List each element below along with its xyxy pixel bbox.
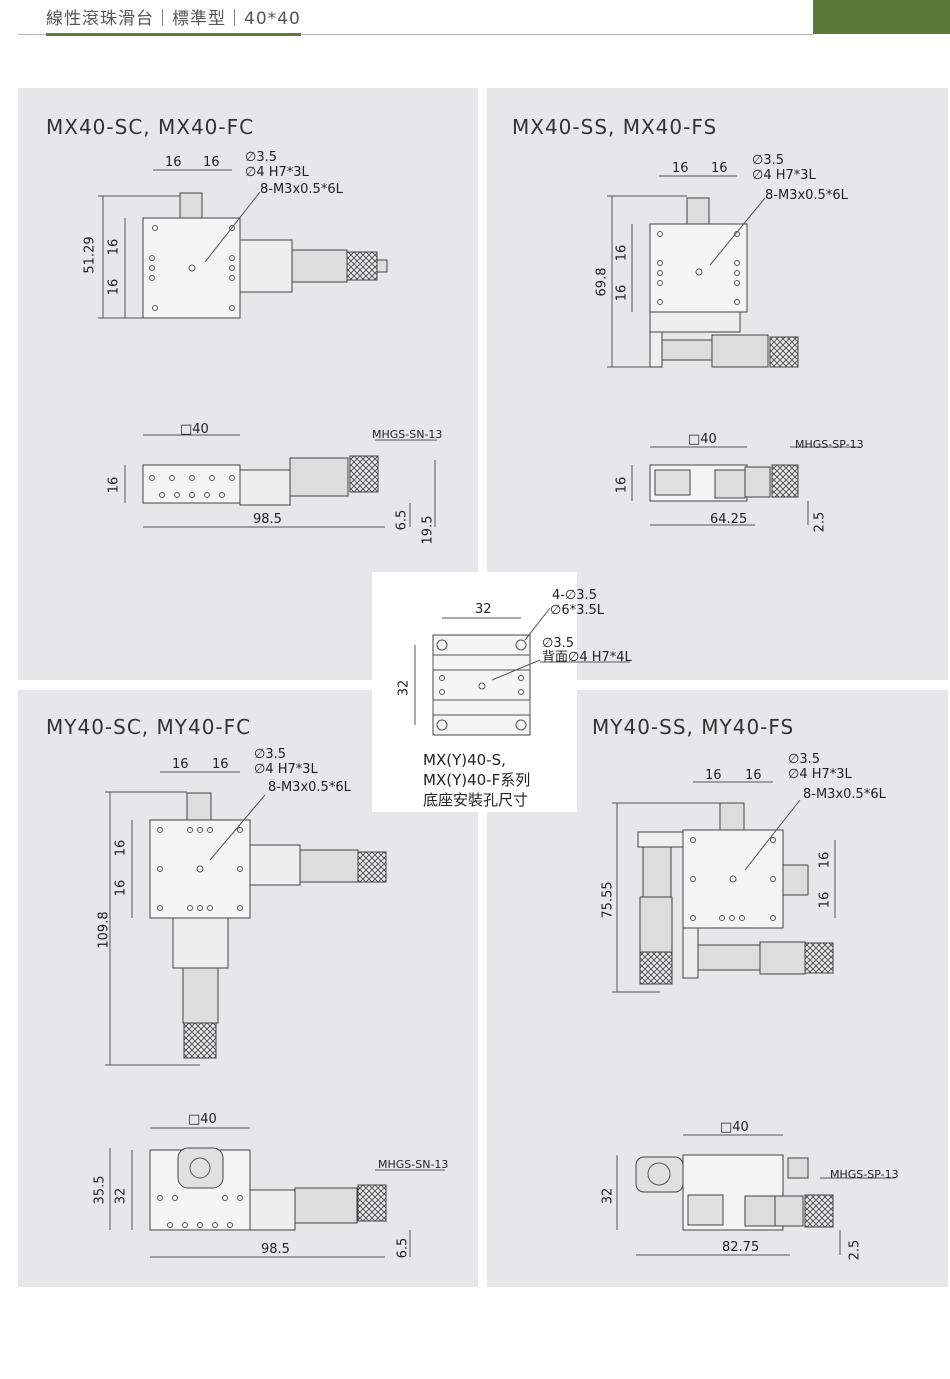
mx-s-len: 64.25 [710,512,748,527]
mx-c-dim-d1: 16 [165,155,182,170]
base-pin1: ∅3.5 [542,636,574,651]
my-c-side-view [109,1127,445,1258]
mx-c-dim-d2: 16 [203,155,220,170]
my-c-h1: 16 [113,839,129,857]
header-accent-rule [46,33,301,36]
base-pin2: 背面∅4 H7*4L [542,650,632,665]
panel-title-mx-s: MX40-SS, MX40-FS [512,115,718,139]
mx-c-side-h: 16 [106,476,122,494]
mx-s-h2: 16 [614,284,630,302]
mx-c-h-total: 51.29 [82,236,98,274]
base-cb: ∅6*3.5L [550,603,605,618]
my-s-h1: 16 [817,851,833,869]
my-c-dim-d1: 16 [172,757,189,772]
my-s-part: MHGS-SP-13 [830,1168,899,1181]
mx-c-hole1: ∅3.5 [245,150,277,165]
my-c-top-view [105,771,387,1066]
mx-c-off1: 6.5 [394,509,410,531]
base-caption-2: MX(Y)40-F系列 [423,771,531,789]
mx-s-dim-d2: 16 [711,161,728,176]
my-c-part: MHGS-SN-13 [378,1158,449,1171]
mx-c-len: 98.5 [253,512,282,527]
my-c-off1: 6.5 [395,1237,411,1259]
mx-c-hole2: ∅4 H7*3L [245,165,309,180]
my-s-h-total: 75.55 [600,881,616,919]
mx-c-h2: 16 [106,278,122,296]
mx-s-hole1: ∅3.5 [752,153,784,168]
mx-s-dim-d1: 16 [672,161,689,176]
base-holes: 4-∅3.5 [552,588,597,603]
my-c-hole1: ∅3.5 [254,747,286,762]
my-s-top-view [612,781,836,993]
my-s-tap: 8-M3x0.5*6L [803,787,886,802]
mx-s-h1: 16 [614,244,630,262]
my-s-dim-d1: 16 [705,768,722,783]
my-c-tap: 8-M3x0.5*6L [268,780,351,795]
base-w: 32 [475,602,492,617]
panel-title-my-c: MY40-SC, MY40-FC [46,715,252,739]
header-title: 線性滾珠滑台｜標準型｜40*40 [46,9,301,29]
my-s-h2: 16 [817,891,833,909]
base-drawing [414,607,630,736]
mx-c-top-view [98,169,388,319]
mx-s-hole2: ∅4 H7*3L [752,168,816,183]
my-c-side-h2: 32 [113,1187,129,1205]
mx-c-square: □40 [180,422,209,437]
my-c-side-h1: 35.5 [92,1175,108,1205]
base-caption-1: MX(Y)40-S, [423,751,506,769]
base-h: 32 [396,679,412,697]
base-caption-3: 底座安裝孔尺寸 [423,791,529,809]
mx-s-off1: 2.5 [812,511,828,533]
panel-title-mx-c: MX40-SC, MX40-FC [46,115,255,139]
my-s-dim-d2: 16 [745,768,762,783]
my-s-side-view [616,1134,895,1256]
mx-c-tap: 8-M3x0.5*6L [260,182,343,197]
mx-s-h-total: 69.8 [594,267,610,297]
my-c-square: □40 [188,1112,217,1127]
header-rule [18,34,813,35]
mx-s-top-view [607,175,799,368]
header-accent-block [813,0,950,34]
my-s-off1: 2.5 [847,1239,863,1261]
my-c-dim-d2: 16 [212,757,229,772]
mx-c-off2: 19.5 [420,515,436,545]
my-s-hole2: ∅4 H7*3L [788,767,852,782]
my-s-side-h: 32 [600,1187,616,1205]
mx-c-part: MHGS-SN-13 [372,428,443,441]
my-c-len: 98.5 [261,1242,290,1257]
mx-s-side-h: 16 [614,476,630,494]
mx-s-side-view [631,446,860,526]
mx-c-h1: 16 [106,238,122,256]
my-c-hole2: ∅4 H7*3L [254,762,318,777]
my-c-h2: 16 [113,879,129,897]
my-s-len: 82.75 [722,1240,760,1255]
mx-s-square: □40 [688,432,717,447]
panel-title-my-s: MY40-SS, MY40-FS [592,715,795,739]
my-s-hole1: ∅3.5 [788,752,820,767]
my-c-h-total: 109.8 [96,911,112,949]
mx-s-part: MHGS-SP-13 [795,438,864,451]
my-s-square: □40 [720,1120,749,1135]
mx-s-tap: 8-M3x0.5*6L [765,188,848,203]
mx-c-side-view [124,434,437,528]
